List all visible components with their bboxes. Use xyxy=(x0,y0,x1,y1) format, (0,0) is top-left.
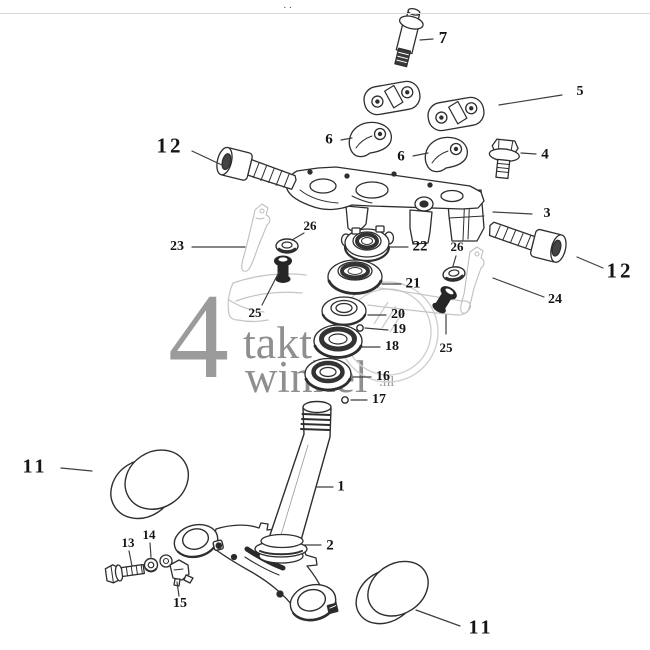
callout-label-6-2: 6 xyxy=(325,131,333,148)
fork-top-cap-left-11 xyxy=(110,449,190,520)
flange-bolt-7 xyxy=(394,7,424,68)
callout-label-5-1: 5 xyxy=(576,84,584,99)
fork-top-cap-right-11 xyxy=(355,560,429,625)
callout-label-12-5: 12 xyxy=(156,133,184,158)
cable-guide-15 xyxy=(159,554,194,587)
callout-label-16-19: 16 xyxy=(376,369,390,384)
lower-clamp-right-ring xyxy=(289,583,339,622)
callout-label-1-21: 1 xyxy=(337,478,345,495)
callout-label-7-0: 7 xyxy=(438,28,448,47)
callout-label-3-6: 3 xyxy=(543,206,551,221)
callout-label-25-18: 25 xyxy=(439,340,453,355)
top-triple-clamp-3 xyxy=(285,166,485,245)
callout-label-17-20: 17 xyxy=(372,392,386,407)
callout-label-6-3: 6 xyxy=(397,148,405,165)
steel-ball-17 xyxy=(341,396,349,404)
watermark-numeral: 4 xyxy=(168,269,229,404)
ghost-lever-24 xyxy=(460,246,485,314)
callout-leader-lines xyxy=(60,38,604,627)
bearing-18 xyxy=(313,324,363,359)
stem-dust-seal-2 xyxy=(254,533,308,564)
handlebar-lower-clamp-6b xyxy=(424,136,469,173)
scan-artifact-dots: ·· xyxy=(283,2,295,14)
steering-stem-1 xyxy=(266,400,332,552)
callout-label-13-24: 13 xyxy=(121,535,135,550)
bolt-13 xyxy=(104,563,146,584)
washer-14 xyxy=(143,557,159,573)
callout-label-19-16: 19 xyxy=(392,322,406,337)
callout-label-26-11: 26 xyxy=(450,239,464,254)
washer-26-right xyxy=(440,264,468,284)
top-hairline xyxy=(0,13,650,14)
ghost-lever-23 xyxy=(241,203,271,272)
adjuster-bolt-25-left xyxy=(274,255,292,283)
callout-label-24-13: 24 xyxy=(548,292,562,307)
callout-label-15-26: 15 xyxy=(173,596,187,611)
steering-stem-nut-22 xyxy=(340,225,395,263)
callout-label-26-9: 26 xyxy=(303,218,317,233)
callout-label-12-7: 12 xyxy=(606,258,634,283)
callout-label-4-4: 4 xyxy=(541,146,549,163)
callout-label-20-15: 20 xyxy=(391,307,405,322)
callout-label-25-14: 25 xyxy=(248,305,262,320)
callout-label-14-25: 14 xyxy=(142,527,156,542)
callout-label-11-22: 11 xyxy=(22,455,48,478)
bearing-top-race-21 xyxy=(327,259,383,295)
handlebar-lower-clamp-6a xyxy=(348,121,393,158)
lower-clamp-left-ring xyxy=(173,523,224,559)
callout-label-11-27: 11 xyxy=(468,616,494,639)
callout-label-23-8: 23 xyxy=(170,239,184,254)
washer-26-left xyxy=(274,237,300,255)
ghost-handlebar xyxy=(227,273,472,323)
watermark-word-takt: takt xyxy=(243,317,312,368)
callout-label-18-17: 18 xyxy=(385,339,399,354)
steel-ball-19 xyxy=(356,324,364,332)
callout-label-2-23: 2 xyxy=(326,537,334,554)
socket-bolt-12-right xyxy=(488,221,567,263)
callout-label-22-10: 22 xyxy=(412,238,428,255)
socket-bolt-12-left xyxy=(216,146,297,190)
dust-seal-20 xyxy=(321,296,367,326)
flange-bolt-4 xyxy=(488,138,520,180)
bearing-16 xyxy=(304,357,352,392)
handlebar-upper-clamp-5a xyxy=(361,78,423,118)
handlebar-upper-clamp-5b xyxy=(425,94,487,134)
callout-label-21-12: 21 xyxy=(405,275,421,292)
